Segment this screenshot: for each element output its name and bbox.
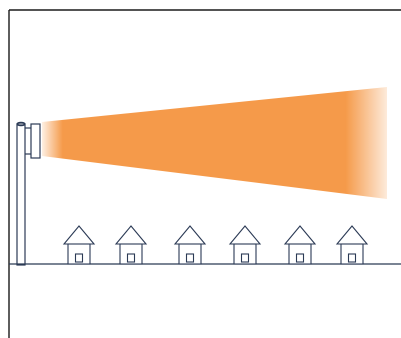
house-icon	[175, 226, 205, 264]
antenna-mast-icon	[17, 122, 25, 265]
houses-row	[64, 226, 367, 264]
house-icon	[337, 226, 367, 264]
house-icon	[230, 226, 260, 264]
house-icon	[285, 226, 315, 264]
house-icon	[116, 226, 146, 264]
panel-antenna-icon	[25, 124, 40, 158]
house-icon	[64, 226, 94, 264]
signal-beam-icon	[42, 87, 387, 199]
